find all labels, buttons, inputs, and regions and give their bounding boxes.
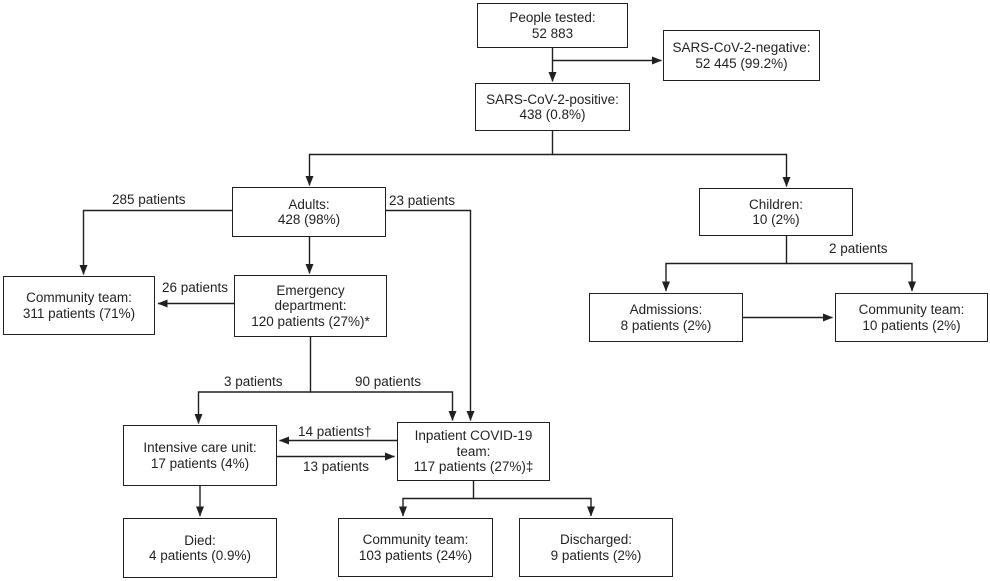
edge-label-14-patients: 14 patients† (298, 424, 372, 439)
node-line: 428 (98%) (277, 212, 341, 227)
edge-label-285-patients: 285 patients (112, 192, 186, 207)
node-line: Community team: (26, 290, 132, 305)
node-line: Inpatient COVID-19 (414, 428, 533, 444)
node-community-team-inpatient: Community team: 103 patients (24%) (338, 518, 493, 577)
node-line: 10 patients (2%) (862, 317, 961, 333)
edge-adults-to-community-team (79, 209, 232, 275)
node-line: Adults: (288, 196, 330, 212)
node-community-team-children: Community team: 10 patients (2%) (835, 293, 988, 342)
edge-label-2-patients: 2 patients (829, 241, 888, 256)
node-line: team: (456, 443, 491, 459)
node-line: Community team: (362, 532, 469, 547)
node-line: Intensive care unit: (143, 440, 257, 455)
node-line: 4 patients (0.9%) (148, 548, 252, 563)
node-line: 438 (0.8%) (519, 107, 586, 122)
node-line: Community team: (858, 302, 965, 317)
node-intensive-care-unit: Intensive care unit: 17 patients (4%) (123, 425, 277, 486)
node-line: Children: (748, 196, 804, 212)
node-line: 10 (2%) (752, 212, 800, 227)
edge-label-90-patients: 90 patients (355, 374, 422, 389)
node-line: 52 445 (99.2%) (695, 55, 788, 71)
node-sars-cov-2-negative: SARS-CoV-2-negative: 52 445 (99.2%) (663, 30, 820, 81)
edge-label-23-patients: 23 patients (389, 193, 456, 208)
node-inpatient-covid19-team: Inpatient COVID-19 team: 117 patients (2… (397, 422, 550, 481)
node-discharged: Discharged: 9 patients (2%) (519, 518, 673, 577)
node-line: 17 patients (4%) (150, 455, 250, 471)
edge-label-26-patients: 26 patients (162, 280, 229, 295)
node-line: department: (274, 298, 347, 314)
node-emergency-department: Emergency department: 120 patients (27%)… (234, 275, 387, 337)
node-adults: Adults: 428 (98%) (232, 187, 386, 237)
edge-children-to-admissions (662, 236, 788, 292)
node-line: Emergency (276, 282, 345, 298)
node-line: 120 patients (27%)* (251, 313, 370, 329)
edge-inpatient-to-discharged (473, 497, 595, 517)
node-people-tested: People tested: 52 883 (477, 3, 628, 48)
edge-inpatient-to-community-team (399, 481, 475, 517)
node-sars-cov-2-positive: SARS-CoV-2-positive: 438 (0.8%) (475, 83, 630, 131)
node-line: 103 patients (24%) (358, 547, 473, 563)
node-died: Died: 4 patients (0.9%) (123, 518, 277, 578)
node-children: Children: 10 (2%) (699, 188, 853, 236)
node-line: People tested: (509, 10, 596, 25)
node-community-team-adults: Community team: 311 patients (71%) (3, 276, 155, 335)
node-line: 9 patients (2%) (550, 547, 642, 563)
node-line: SARS-CoV-2-positive: (486, 91, 619, 107)
node-line: Discharged: (559, 532, 633, 547)
node-line: 52 883 (531, 25, 574, 41)
node-line: Admissions: (629, 302, 703, 317)
edge-label-13-patients: 13 patients (303, 459, 370, 474)
edge-emergency-to-inpatient-team (310, 391, 457, 421)
node-admissions-children: Admissions: 8 patients (2%) (589, 293, 743, 342)
edge-positive-to-adults (305, 131, 554, 186)
edge-adults-to-inpatient-team (386, 209, 475, 421)
edge-children-to-community-team (786, 262, 916, 292)
edge-label-3-patients: 3 patients (224, 374, 283, 389)
edge-emergency-to-icu (194, 337, 312, 424)
node-line: Died: (184, 532, 216, 548)
node-line: SARS-CoV-2-negative: (672, 40, 811, 55)
node-line: 311 patients (71%) (22, 305, 136, 321)
node-line: 117 patients (27%)‡ (413, 459, 534, 475)
edge-positive-to-children (552, 153, 791, 187)
node-line: 8 patients (2%) (620, 317, 712, 333)
